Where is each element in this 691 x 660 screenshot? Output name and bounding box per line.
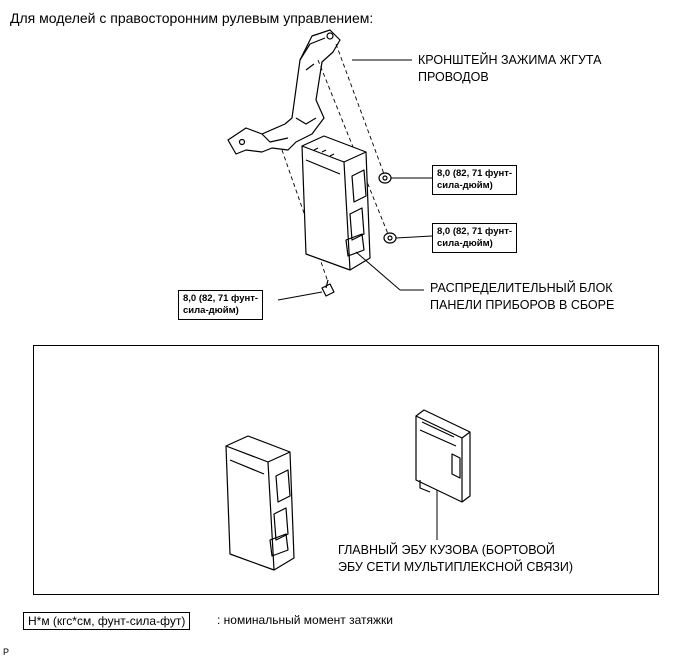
page-title: Для моделей с правосторонним рулевым упр… xyxy=(10,10,374,26)
page-mark: P xyxy=(3,647,10,657)
junction-block-drawing xyxy=(301,135,371,271)
torque-label-nut-lower: 8,0 (82, 71 фунт- сила-дюйм) xyxy=(432,223,518,253)
junction-block-detail-drawing xyxy=(225,435,295,571)
wire-harness-bracket-drawing xyxy=(227,29,341,155)
detail-frame xyxy=(33,345,659,595)
callout-leaders xyxy=(352,59,438,540)
torque-leaders xyxy=(277,177,433,301)
legend-description: : номинальный момент затяжки xyxy=(217,613,393,627)
bracket-callout: КРОНШТЕЙН ЗАЖИМА ЖГУТА ПРОВОДОВ xyxy=(418,53,602,84)
torque-label-bolt: 8,0 (82, 71 фунт- сила-дюйм) xyxy=(178,290,264,320)
junction-block-callout: РАСПРЕДЕЛИТЕЛЬНЫЙ БЛОК ПАНЕЛИ ПРИБОРОВ В… xyxy=(430,281,615,312)
main-body-ecu-drawing xyxy=(415,409,471,503)
legend-units-box: Н*м (кгс*см, фунт-сила-фут) xyxy=(23,612,191,630)
torque-label-nut-upper: 8,0 (82, 71 фунт- сила-дюйм) xyxy=(432,165,518,195)
main-ecu-callout: ГЛАВНЫЙ ЭБУ КУЗОВА (БОРТОВОЙ ЭБУ СЕТИ МУ… xyxy=(338,543,574,574)
